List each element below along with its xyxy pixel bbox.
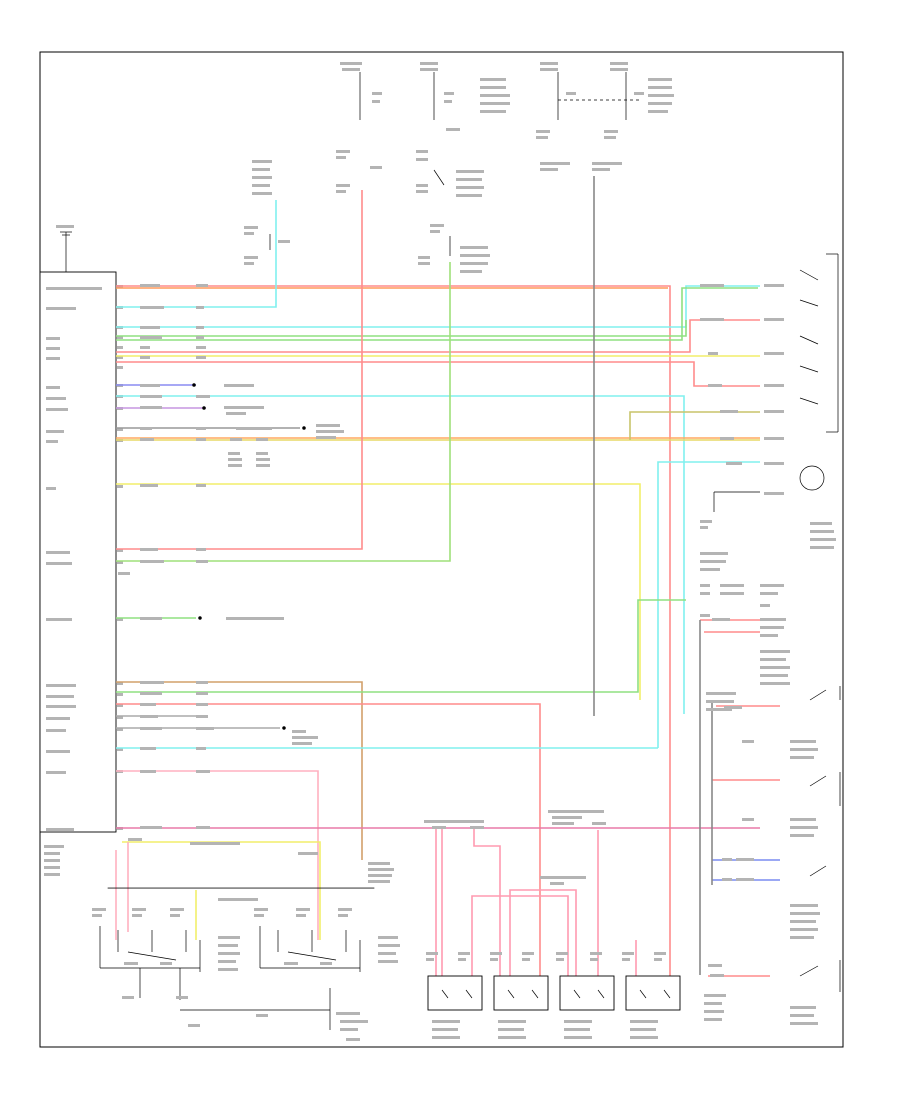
wire-yellow-mid [116, 483, 641, 700]
wire-red-low [116, 703, 541, 978]
wire-cyan-right [657, 461, 760, 748]
wire-cyan-sensor [116, 200, 277, 308]
wire-red-top [116, 285, 671, 978]
central-module [39, 225, 123, 876]
wires [115, 176, 780, 978]
wire-red-fuse [116, 190, 363, 550]
wire-red-switch-2 [116, 361, 760, 387]
wire-green-fuse [116, 262, 451, 562]
wire-cyan-long [116, 395, 685, 714]
wire-red-switch [116, 319, 760, 353]
mid-panel-labels [118, 284, 344, 829]
right-switch-stack [700, 253, 841, 1025]
wire-pink-low [116, 770, 319, 940]
wire-pink-sw3 [473, 828, 501, 978]
wire-green-2 [116, 287, 758, 341]
wire-pink-sw5 [509, 889, 577, 978]
wire-pink-sw4 [471, 895, 569, 978]
wire-olive [629, 411, 760, 440]
wire-green-low [116, 599, 686, 693]
wire-green-pair [116, 320, 687, 337]
bottom-switch-blocks [424, 810, 681, 1039]
wire-yellow-bottom [122, 841, 321, 940]
top-power-feeds [244, 62, 674, 273]
door-lock-switch-cluster [92, 838, 400, 1041]
